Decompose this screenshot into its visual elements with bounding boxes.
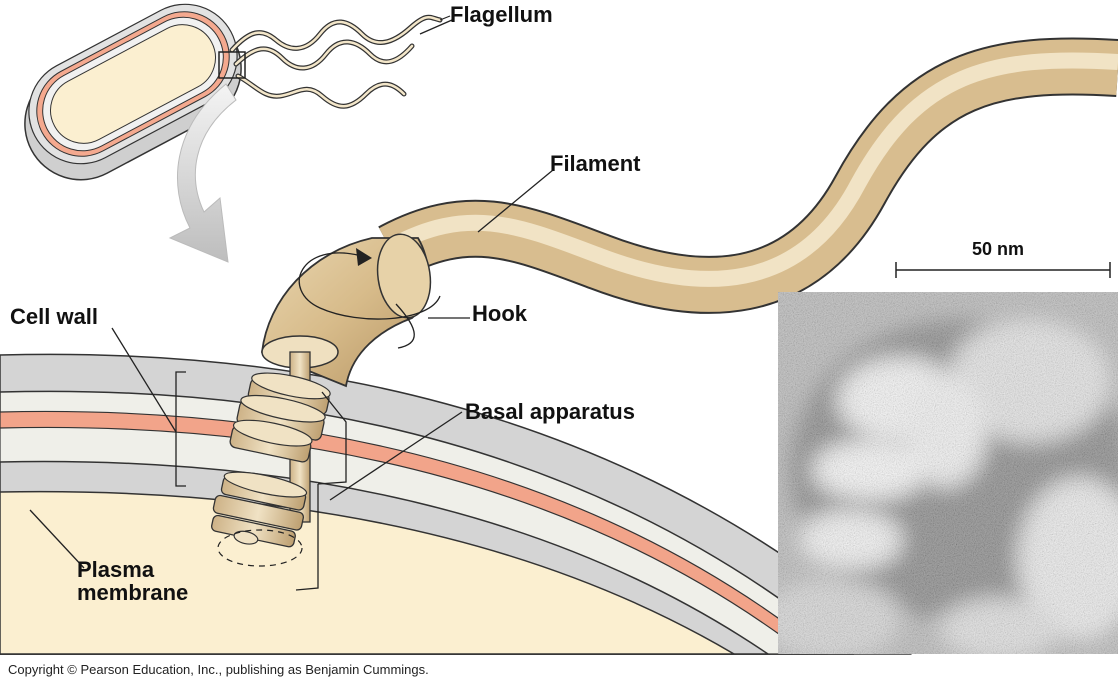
cell-envelope [0, 354, 910, 654]
copyright-notice: Copyright © Pearson Education, Inc., pub… [8, 662, 429, 677]
hook-label: Hook [472, 302, 527, 325]
scale-bar [896, 262, 1110, 278]
flagellum-leader [420, 20, 452, 34]
electron-micrograph [760, 292, 1118, 660]
cell-wall-label: Cell wall [10, 305, 98, 328]
scale-bar-label: 50 nm [972, 240, 1024, 259]
flagellum-label: Flagellum [450, 3, 553, 26]
filament-label: Filament [550, 152, 640, 175]
plasma-membrane-label: Plasma membrane [77, 558, 188, 604]
basal-apparatus-label: Basal apparatus [465, 400, 635, 423]
